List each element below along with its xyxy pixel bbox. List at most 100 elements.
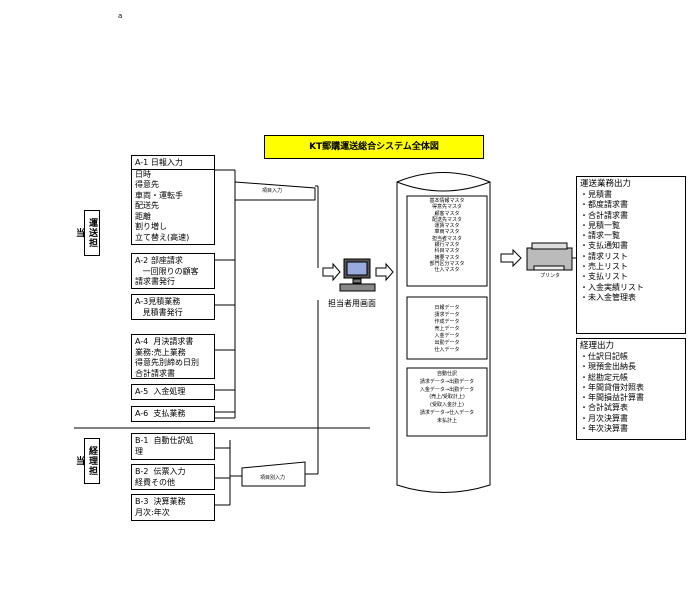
- db-item: 得意先マスタ: [431, 204, 462, 211]
- db-item: 基本情報マスタ: [429, 198, 465, 204]
- output-item: ・年次決算書: [580, 424, 628, 434]
- box-line: 理: [135, 446, 143, 456]
- box-a6-payment: A-6 支払業務: [131, 406, 215, 422]
- db-item: 科目マスタ: [434, 248, 460, 255]
- output-item: ・見積書: [580, 190, 612, 199]
- output-transport-box: 運送業務出力 ・見積書 ・都度請求書 ・合計請求書 ・見積一覧 ・請求一覧 ・支…: [576, 176, 686, 334]
- box-a5-deposit: A-5 入金処理: [131, 384, 215, 400]
- db-item: 仕入マスタ: [434, 267, 460, 274]
- output-item: ・合計試算表: [580, 403, 628, 413]
- box-line: A-4 月決請求書: [135, 337, 194, 346]
- db-item: 担当者マスタ: [431, 235, 462, 242]
- db-item: (売上/受取計上): [429, 394, 465, 401]
- output-item: ・年間貸借対照表: [580, 382, 644, 392]
- db-item: 請求データ→出勤データ: [419, 378, 475, 385]
- db-item: 請求データ: [434, 312, 460, 318]
- box-line: 配送先: [135, 201, 159, 210]
- db-data-list: 日報データ 請求データ 作成データ 売上データ 入金データ 出勤データ 仕入デー…: [407, 305, 487, 354]
- output-item: ・都度請求書: [580, 200, 628, 210]
- output-item: ・現預金出納長: [580, 362, 636, 372]
- box-line: 日時: [132, 168, 214, 181]
- db-item: 運賃マスタ: [434, 223, 460, 230]
- db-item: 請求データ→仕入データ: [419, 409, 475, 416]
- output-item: ・仕訳日記帳: [580, 352, 628, 361]
- output-item: ・月次決算書: [580, 413, 628, 423]
- output-item: ・合計請求書: [580, 210, 628, 220]
- arrow-to-database: [375, 262, 394, 282]
- top-input-label: 項目入力: [262, 188, 283, 194]
- box-line: A-5 入金処理: [135, 387, 186, 396]
- box-b3-settlement: B-3 決算業務 月次:年次: [131, 494, 215, 521]
- db-item: 日報データ: [434, 305, 460, 311]
- arrow-to-printer: [500, 248, 522, 268]
- db-item: 車両マスタ: [434, 229, 460, 236]
- box-a4-monthly-invoice: A-4 月決請求書 業務:売上業務 得意先別締め日別 合計請求書: [131, 334, 215, 379]
- box-line: 請求書発行: [135, 277, 175, 286]
- box-line: 業務:売上業務: [135, 347, 186, 357]
- box-line: A-2 部座請求: [135, 256, 183, 265]
- output-item: ・未入金管理表: [580, 292, 636, 302]
- box-line: B-1 自動仕訳処: [135, 436, 194, 445]
- output-item: ・支払通知書: [580, 241, 628, 251]
- box-line: 経費その他: [135, 477, 175, 487]
- db-item: 売上データ: [434, 326, 460, 332]
- box-b2-slip-input: B-2 伝票入力 経費その他: [131, 464, 215, 490]
- db-item: (受取入金計上): [430, 402, 464, 409]
- output-accounting-heading: 経理出力: [580, 341, 615, 351]
- output-item: ・見積一覧: [580, 220, 620, 230]
- db-item: 部門区分マスタ: [429, 260, 465, 267]
- top-input-connector: [234, 181, 316, 201]
- keyboard-icon: [339, 283, 376, 292]
- group-label-transport: 運送担当: [74, 210, 100, 256]
- output-item: ・入金実績リスト: [580, 282, 644, 292]
- box-line: B-2 伝票入力: [135, 467, 186, 476]
- terminal-label: 担当者用画面: [328, 299, 376, 308]
- box-line: A-6 支払業務: [135, 409, 186, 418]
- bottom-input-connector: [241, 461, 306, 487]
- output-item: ・支払リスト: [580, 272, 628, 282]
- db-item: 作成データ: [434, 319, 460, 325]
- db-item: 入金データ→出勤データ: [419, 386, 475, 393]
- db-data-box: [406, 296, 488, 360]
- arrow-to-terminal: [322, 262, 341, 282]
- box-line: 車両・運転手: [135, 190, 183, 200]
- diagram-title: KT郵購運送総合システム全体図: [264, 135, 484, 159]
- db-item: 摘要マスタ: [434, 254, 460, 261]
- db-journal-list: 自動仕訳 請求データ→出勤データ 入金データ→出勤データ (売上/受取計上) (…: [407, 371, 487, 426]
- output-accounting-box: 経理出力 ・仕訳日記帳 ・現預金出納長 ・総勘定元帳 ・年間貸借対照表 ・年間損…: [576, 338, 686, 440]
- bottom-input-label: 項目別入力: [260, 475, 286, 481]
- db-item: 配送先マスタ: [431, 216, 462, 223]
- output-accounting-list: ・仕訳日記帳 ・現預金出納長 ・総勘定元帳 ・年間貸借対照表 ・年間損益計算書 …: [580, 352, 682, 434]
- output-transport-heading: 運送業務出力: [580, 179, 632, 189]
- group-label-accounting: 経理担当: [74, 438, 100, 484]
- box-line: 得意先: [135, 180, 159, 189]
- db-item: 自動仕訳: [436, 371, 457, 377]
- output-item: ・請求一覧: [580, 231, 620, 241]
- box-line: A-1 日報入力: [135, 158, 183, 167]
- box-a1-daily-report: A-1 日報入力 日時 得意先 車両・運転手 配送先 距離 割り増し 立て替え(…: [131, 155, 215, 245]
- box-line: 合計請求書: [135, 368, 175, 378]
- printer-label: プリンタ: [540, 273, 561, 279]
- box-line: 立て替え(高速): [135, 232, 190, 242]
- box-line: 距離: [135, 211, 151, 221]
- db-item: 入金データ: [434, 333, 460, 339]
- output-item: ・総勘定元帳: [580, 372, 628, 382]
- output-item: ・年間損益計算書: [580, 393, 644, 403]
- box-line: 月次:年次: [135, 507, 170, 517]
- db-masters-box: [406, 195, 488, 287]
- box-line: 見積書発行: [135, 307, 183, 317]
- db-masters-list: 基本情報マスタ 得意先マスタ 顧客マスタ 配送先マスタ 運賃マスタ 車両マスタ …: [407, 198, 487, 274]
- db-item: 仕入データ: [434, 347, 460, 353]
- box-line: 得意先別締め日別: [135, 358, 199, 367]
- db-item: 顧客マスタ: [434, 210, 460, 217]
- box-line: A-3見積業務: [135, 297, 181, 306]
- output-item: ・売上リスト: [580, 262, 628, 272]
- db-item: 銀行マスタ: [434, 242, 460, 249]
- box-a2-per-invoice: A-2 部座請求 一回限りの顧客 請求書発行: [131, 253, 215, 289]
- box-line: 一回限りの顧客: [135, 266, 199, 276]
- page-mark: a: [118, 12, 123, 20]
- db-item: 未払計上: [436, 417, 457, 424]
- box-a3-estimate: A-3見積業務 見積書発行: [131, 294, 215, 320]
- box-b1-auto-journal: B-1 自動仕訳処 理: [131, 433, 215, 460]
